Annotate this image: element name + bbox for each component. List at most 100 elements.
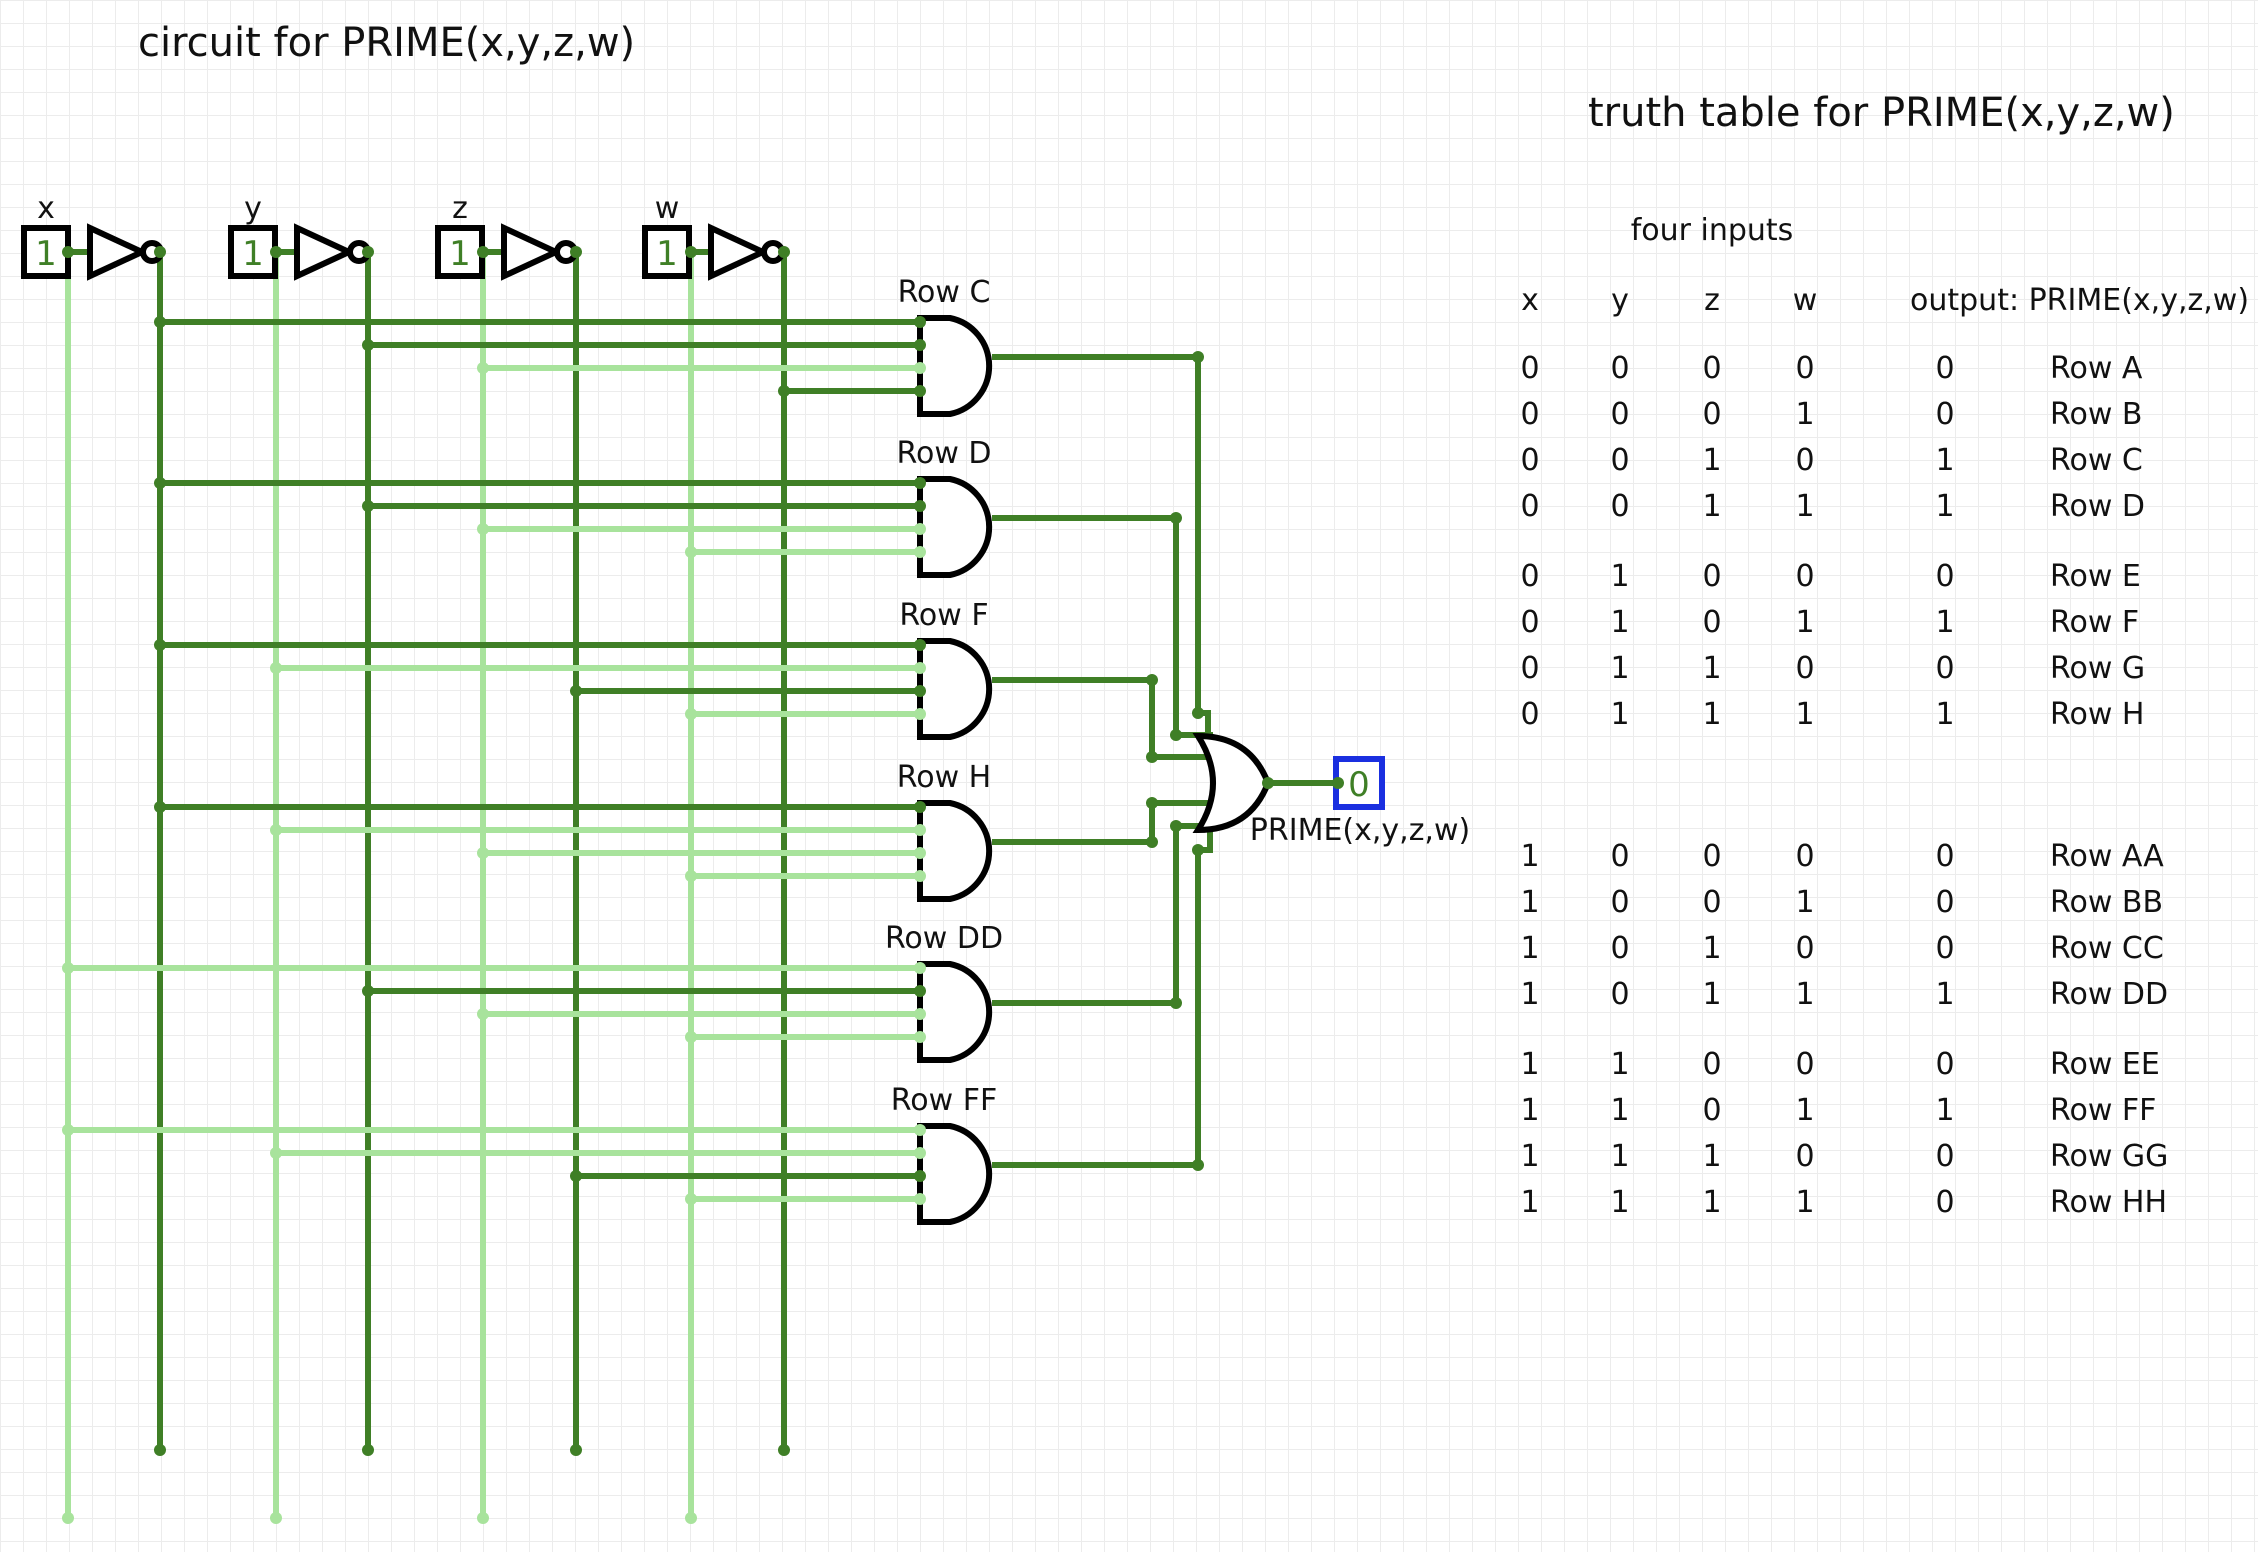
wire-junction (914, 546, 926, 558)
truth-table-cell: 1 (1520, 977, 1539, 1012)
wire-junction (477, 1008, 489, 1020)
wire-junction (914, 801, 926, 813)
truth-table-cell: 0 (1795, 1139, 1814, 1174)
truth-table-cell: 0 (1702, 885, 1721, 920)
output-label: PRIME(x,y,z,w) (1250, 813, 1470, 848)
truth-table-cell: 1 (1795, 397, 1814, 432)
and-gate-1 (917, 315, 993, 417)
truth-table-row-label: Row H (2050, 697, 2144, 732)
wire-junction (914, 662, 926, 674)
input-label-y: y (244, 191, 262, 226)
truth-table-cell: 1 (1702, 697, 1721, 732)
and-gate-6 (917, 1123, 993, 1225)
truth-table-group-header: four inputs (1631, 213, 1794, 248)
wire-junction (685, 870, 697, 882)
truth-table-cell: 1 (1702, 931, 1721, 966)
truth-table-cell: 0 (1520, 697, 1539, 732)
wire-junction (362, 985, 374, 997)
wire-junction (270, 662, 282, 674)
wire-junction (1192, 707, 1204, 719)
truth-table-cell: 0 (1702, 559, 1721, 594)
truth-table-cell: 1 (1610, 559, 1629, 594)
and-gate-label-1: Row C (898, 275, 991, 310)
truth-table-row-label: Row AA (2050, 839, 2164, 874)
wire-junction (685, 546, 697, 558)
truth-table-cell: 0 (1520, 351, 1539, 386)
wire-junction (914, 639, 926, 651)
truth-table-cell: 0 (1610, 351, 1629, 386)
truth-table-cell: 1 (1520, 839, 1539, 874)
wire-junction (570, 1170, 582, 1182)
wire-junction (1192, 351, 1204, 363)
truth-table-row-label: Row GG (2050, 1139, 2168, 1174)
wire-junction (1170, 512, 1182, 524)
wire (992, 515, 1213, 743)
truth-table-output-cell: 0 (1935, 351, 1954, 386)
output-value: 0 (1348, 765, 1370, 805)
truth-table-cell: 1 (1610, 651, 1629, 686)
truth-table-row-label: Row F (2050, 605, 2139, 640)
wire-junction (914, 500, 926, 512)
input-value-z: 1 (449, 234, 471, 274)
wire-junction (270, 1512, 282, 1524)
truth-table-cell: 1 (1795, 489, 1814, 524)
wire-junction (914, 1147, 926, 1159)
truth-table-output-cell: 1 (1935, 443, 1954, 478)
wire (992, 800, 1215, 845)
truth-table-row-label: Row B (2050, 397, 2143, 432)
wire-junction (914, 1124, 926, 1136)
and-gate-label-4: Row H (897, 760, 991, 795)
truth-table-cell: 0 (1795, 559, 1814, 594)
input-pin-z (435, 225, 485, 279)
truth-table-cell: 0 (1702, 605, 1721, 640)
truth-table-output-cell: 0 (1935, 1139, 1954, 1174)
truth-table-row-label: Row A (2050, 351, 2143, 386)
truth-table-output-cell: 0 (1935, 1047, 1954, 1082)
input-pin-y (228, 225, 278, 279)
truth-table-output-cell: 0 (1935, 559, 1954, 594)
truth-table-row-label: Row EE (2050, 1047, 2160, 1082)
input-value-x: 1 (35, 234, 57, 274)
truth-table-cell: 0 (1520, 397, 1539, 432)
input-value-w: 1 (656, 234, 678, 274)
wire-junction (62, 246, 74, 258)
truth-table-cell: 0 (1795, 1047, 1814, 1082)
wire-junction (477, 246, 489, 258)
truth-table-row-label: Row BB (2050, 885, 2163, 920)
truth-table-output-cell: 1 (1935, 1093, 1954, 1128)
wire-junction (685, 246, 697, 258)
truth-table-output-cell: 0 (1935, 931, 1954, 966)
truth-table-cell: 0 (1520, 605, 1539, 640)
wire-junction (914, 1008, 926, 1020)
truth-table-cell: 0 (1610, 931, 1629, 966)
wire-junction (1170, 997, 1182, 1009)
truth-table-cell: 1 (1610, 605, 1629, 640)
wire-junction (362, 339, 374, 351)
wire-junction (1332, 777, 1344, 789)
input-label-x: x (37, 191, 55, 226)
truth-table-cell: 0 (1795, 443, 1814, 478)
truth-table-cell: 1 (1702, 443, 1721, 478)
truth-table-cell: 1 (1795, 977, 1814, 1012)
not-gate-w (708, 223, 771, 281)
not-gate-y (294, 223, 357, 281)
truth-table-cell: 1 (1702, 977, 1721, 1012)
wire (992, 677, 1215, 760)
wire-junction (62, 1124, 74, 1136)
truth-table-cell: 1 (1610, 697, 1629, 732)
wire-junction (914, 847, 926, 859)
wire-junction (1170, 820, 1182, 832)
input-label-z: z (452, 191, 468, 226)
and-gate-5 (917, 961, 993, 1063)
truth-table-cell: 0 (1520, 443, 1539, 478)
wire-junction (778, 1444, 790, 1456)
wire-junction (685, 708, 697, 720)
truth-table-cell: 0 (1702, 397, 1721, 432)
wire-junction (914, 708, 926, 720)
truth-table-cell: 1 (1520, 1185, 1539, 1220)
truth-table-output-cell: 1 (1935, 489, 1954, 524)
truth-table-cell: 0 (1795, 931, 1814, 966)
wire-junction (914, 362, 926, 374)
wire-junction (570, 246, 582, 258)
and-gate-label-2: Row D (896, 436, 991, 471)
